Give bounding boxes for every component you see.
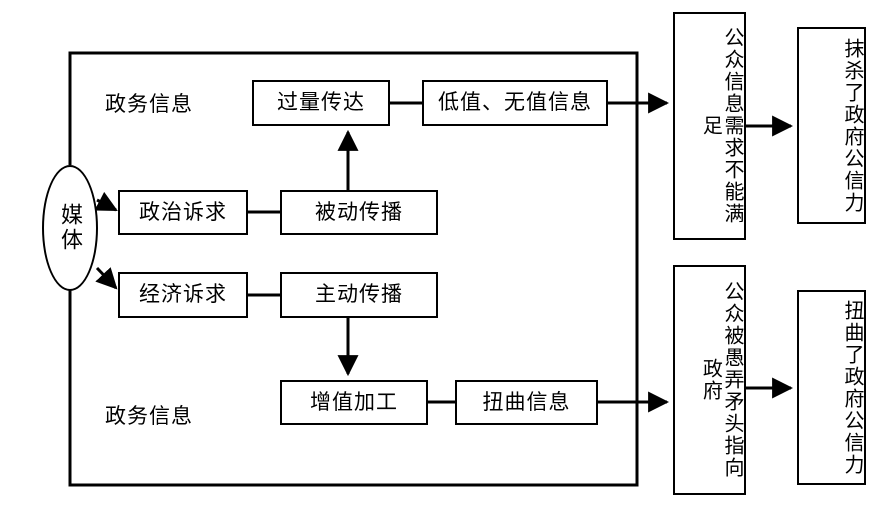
- node-passive-dissemination[interactable]: 被动传播: [280, 190, 438, 235]
- node-low-value-info[interactable]: 低值、无值信息: [422, 80, 608, 126]
- node-media[interactable]: 媒体: [42, 165, 98, 291]
- node-credibility-erased[interactable]: 抹杀了政府公信力: [797, 27, 866, 224]
- connector-media-to-political: [94, 191, 118, 212]
- node-active-dissemination[interactable]: 主动传播: [280, 272, 438, 318]
- node-credibility-distorted[interactable]: 扭曲了政府公信力: [797, 290, 866, 485]
- node-economic-demand[interactable]: 经济诉求: [118, 272, 248, 318]
- label-government-info-bottom: 政务信息: [105, 404, 193, 428]
- node-unmet-public-need[interactable]: 公众信息需求不能满足: [673, 12, 746, 240]
- label-government-info-top: 政务信息: [105, 92, 193, 116]
- connector-media-to-economic: [95, 266, 118, 290]
- node-public-fooled[interactable]: 公众被愚弄矛头指向政府: [673, 265, 746, 495]
- node-distorted-info[interactable]: 扭曲信息: [455, 380, 598, 425]
- node-excessive-delivery[interactable]: 过量传达: [252, 80, 390, 126]
- node-political-demand[interactable]: 政治诉求: [118, 190, 248, 235]
- node-value-added-processing[interactable]: 增值加工: [280, 380, 428, 425]
